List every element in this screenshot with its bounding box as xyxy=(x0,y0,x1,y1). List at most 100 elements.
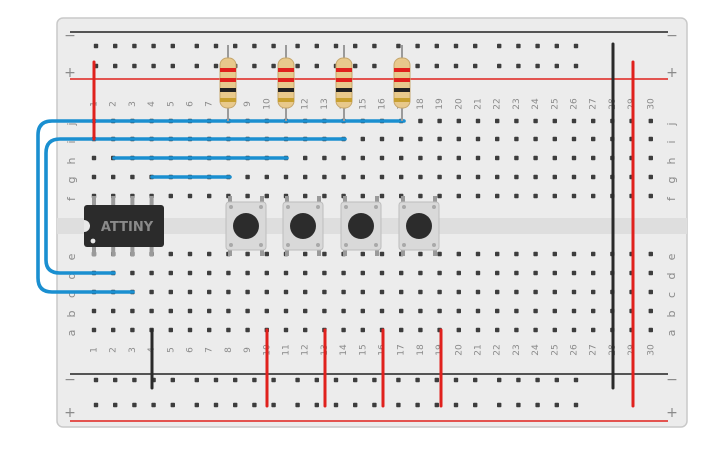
grid-hole xyxy=(303,251,308,257)
grid-hole xyxy=(552,118,557,124)
grid-hole xyxy=(322,251,327,257)
grid-hole xyxy=(111,308,116,314)
grid-hole xyxy=(360,155,365,161)
resistor-band xyxy=(278,88,294,92)
grid-hole xyxy=(648,308,653,314)
grid-hole xyxy=(533,308,538,314)
grid-hole xyxy=(533,136,538,142)
grid-hole xyxy=(514,270,519,276)
rail-hole xyxy=(353,402,358,408)
column-label-bottom: 26 xyxy=(570,344,580,356)
grid-hole xyxy=(533,270,538,276)
column-label-top: 19 xyxy=(435,98,445,110)
power-rails xyxy=(70,31,668,422)
grid-hole xyxy=(360,289,365,295)
grid-hole xyxy=(130,327,135,333)
grid-hole xyxy=(168,289,173,295)
rail-hole xyxy=(233,377,238,383)
rail-hole xyxy=(372,43,377,49)
grid-hole xyxy=(322,193,327,199)
chip-notch xyxy=(84,220,90,232)
grid-hole xyxy=(341,174,346,180)
grid-hole xyxy=(648,327,653,333)
chip-body xyxy=(84,205,164,247)
rail-hole xyxy=(453,402,459,408)
resistor-band xyxy=(278,98,294,102)
column-label-bottom: 14 xyxy=(339,344,349,356)
column-label-bottom: 12 xyxy=(301,344,311,355)
button-corner xyxy=(316,205,320,209)
row-label-left: i xyxy=(65,140,78,143)
grid-hole xyxy=(571,270,577,276)
grid-hole xyxy=(264,270,269,276)
grid-hole xyxy=(111,327,116,333)
grid-hole xyxy=(303,174,308,180)
button-corner xyxy=(432,243,436,247)
grid-hole xyxy=(495,327,500,333)
row-label-left: j xyxy=(65,122,78,126)
grid-hole xyxy=(648,193,653,199)
grid-hole xyxy=(303,289,308,295)
column-label-bottom: 27 xyxy=(589,344,599,355)
grid-hole xyxy=(552,327,557,333)
grid-hole xyxy=(475,174,481,180)
grid-hole xyxy=(341,155,346,161)
grid-hole xyxy=(245,270,250,276)
grid-hole xyxy=(168,327,173,333)
rail-hole xyxy=(113,63,118,69)
grid-hole xyxy=(207,327,212,333)
resistor-4 xyxy=(393,45,411,121)
button-leg xyxy=(343,248,347,256)
grid-hole xyxy=(226,289,231,295)
grid-hole xyxy=(341,270,346,276)
grid-hole xyxy=(437,136,442,142)
button-corner xyxy=(259,205,263,209)
row-label-left: a xyxy=(65,330,78,337)
grid-hole xyxy=(418,327,423,333)
rail-hole xyxy=(252,377,257,383)
rail-hole xyxy=(516,63,521,69)
grid-hole xyxy=(648,174,653,180)
grid-hole xyxy=(514,308,519,314)
grid-hole xyxy=(149,308,154,314)
grid-hole xyxy=(379,251,385,257)
rail-hole xyxy=(295,377,300,383)
grid-hole xyxy=(648,155,653,161)
grid-hole xyxy=(399,174,404,180)
column-label-top: 6 xyxy=(186,101,196,107)
grid-hole xyxy=(187,289,193,295)
row-label-left: c xyxy=(65,292,78,298)
grid-hole xyxy=(514,136,519,142)
rail-hole xyxy=(132,43,137,49)
rail-hole xyxy=(573,377,579,383)
rail-hole xyxy=(333,402,339,408)
grid-hole xyxy=(322,308,327,314)
grid-hole xyxy=(418,136,423,142)
rail-hole xyxy=(573,43,579,49)
grid-hole xyxy=(264,174,269,180)
rail-hole xyxy=(396,402,401,408)
column-label-bottom: 11 xyxy=(282,344,292,355)
button-leg xyxy=(317,248,321,256)
column-label-top: 4 xyxy=(147,101,157,107)
rail-hole xyxy=(535,402,540,408)
grid-hole xyxy=(418,308,423,314)
rail-hole xyxy=(573,63,579,69)
column-label-top: 23 xyxy=(512,98,522,109)
rail-hole xyxy=(415,402,420,408)
rail-hole xyxy=(113,402,118,408)
grid-hole xyxy=(379,308,385,314)
grid-hole xyxy=(283,327,289,333)
grid-hole xyxy=(514,174,519,180)
rail-hole xyxy=(113,43,118,49)
button-corner xyxy=(286,205,290,209)
rail-hole xyxy=(233,43,238,49)
chip-pin xyxy=(92,246,96,256)
rail-hole xyxy=(213,402,219,408)
blue-wire-loop-outer xyxy=(36,119,406,294)
grid-hole xyxy=(552,136,557,142)
button-cap xyxy=(406,213,432,239)
column-label-top: 18 xyxy=(416,98,426,110)
rail-hole xyxy=(516,402,521,408)
